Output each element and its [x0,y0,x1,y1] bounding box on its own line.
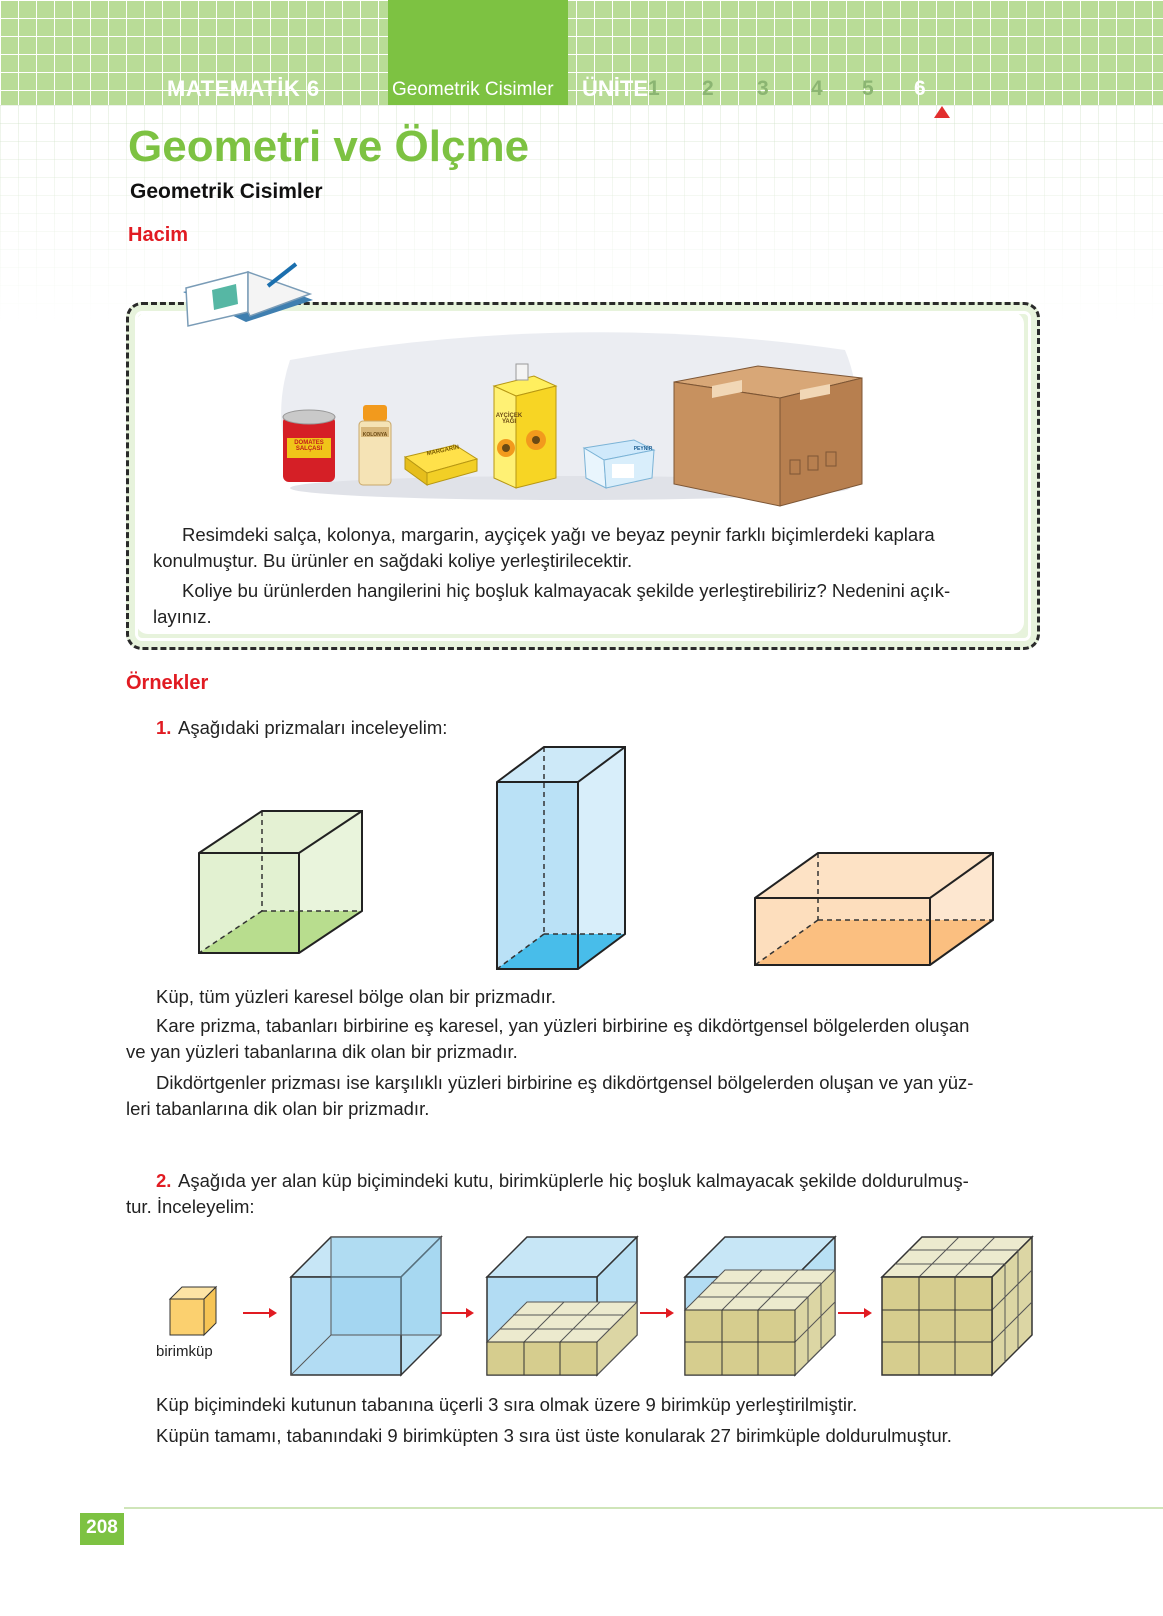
definition-square-prism-line-1: Kare prizma, tabanları birbirine eş kare… [156,1015,970,1036]
unit-number-2: 2 [702,77,714,100]
unit-number-6: 6 [914,77,926,100]
page-number-box [80,1513,124,1545]
unit-cube-label: birimküp [156,1343,213,1360]
definition-rect-prism-line-2: leri tabanlarına dik olan bir prizmadır. [126,1098,430,1119]
definition-square-prism-line-2: ve yan yüzleri tabanlarına dik olan bir … [126,1041,518,1062]
arrow-right-icon [838,1308,872,1318]
section-heading-ornekler: Örnekler [126,672,209,694]
sunflower-oil-label: AYÇİÇEK YAĞI [495,413,523,425]
tomato-paste-can-icon [282,409,336,482]
example-1-text: Aşağıdaki prizmaları inceleyelim: [178,717,448,738]
definition-cube: Küp, tüm yüzleri karesel bölge olan bir … [156,986,556,1007]
cube-figure [198,810,363,954]
cologne-bottle-icon [358,405,392,486]
example-2-text-line-1: Aşağıda yer alan küp biçimindeki kutu, b… [178,1170,969,1191]
example-2-number: 2. [156,1170,172,1191]
footer-divider [124,1507,1163,1509]
arrow-right-icon [440,1308,474,1318]
page-number: 208 [86,1517,118,1538]
unit-number-4: 4 [811,77,823,100]
unit-cube-figure [168,1285,218,1337]
active-unit-marker-icon [934,106,950,118]
page-subtitle: Geometrik Cisimler [130,180,323,203]
intro-paragraph-2-line-1: Koliye bu ürünlerden hangilerini hiç boş… [182,580,951,601]
cheese-label: PEYNİR [633,446,653,452]
margarine-box-icon [403,444,479,486]
cube-full-figure [880,1235,1034,1377]
unit-number-3: 3 [757,77,769,100]
arrow-right-icon [640,1308,674,1318]
cheese-container-icon [582,439,656,489]
section-heading-hacim: Hacim [128,224,189,246]
cube-two-layers-figure [683,1235,837,1377]
example-2-text-line-2: tur. İnceleyelim: [126,1196,255,1217]
arrow-right-icon [243,1308,277,1318]
unit-number-1: 1 [648,77,660,100]
square-prism-figure [496,746,626,970]
header-grid-band [0,0,1163,105]
topic-strip [388,0,568,105]
subject-label: MATEMATİK 6 [167,76,320,101]
cardboard-box-icon [673,365,863,507]
empty-cube-box-figure [289,1235,443,1377]
intro-paragraph-1-line-1: Resimdeki salça, kolonya, margarin, ayçi… [182,524,935,545]
open-book-icon [183,262,313,327]
page-title: Geometri ve Ölçme [128,122,530,171]
definition-rect-prism-line-1: Dikdörtgenler prizması ise karşılıklı yü… [156,1072,974,1093]
conclusion-line-1: Küp biçimindeki kutunun tabanına üçerli … [156,1394,858,1415]
example-1-number: 1. [156,717,172,738]
unit-number-5: 5 [862,77,874,100]
tomato-paste-label: DOMATES SALÇASI [294,440,324,452]
rectangular-prism-figure [754,852,994,966]
cologne-label: KOLONYA [362,432,388,438]
conclusion-line-2: Küpün tamamı, tabanındaki 9 birimküpten … [156,1425,952,1446]
sunflower-oil-tin-icon [492,363,558,489]
cube-base-layer-figure [485,1235,639,1377]
intro-paragraph-1-line-2: konulmuştur. Bu ürünler en sağdaki koliy… [153,550,633,571]
topic-label: Geometrik Cisimler [392,79,554,100]
unit-label: ÜNİTE [582,76,648,101]
intro-paragraph-2-line-2: layınız. [153,606,212,627]
